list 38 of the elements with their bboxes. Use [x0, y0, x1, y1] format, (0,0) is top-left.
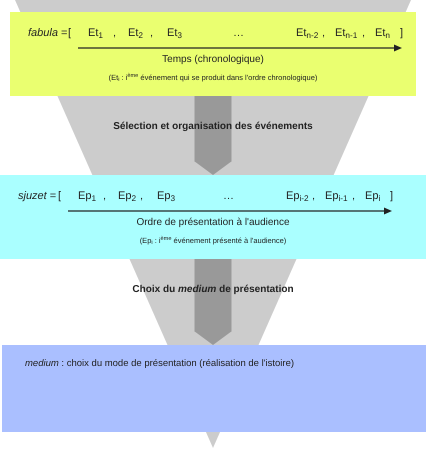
comma: , [322, 28, 326, 39]
block-arrow [194, 96, 232, 175]
sequence-name: fabula = [28, 28, 68, 39]
sequence-name: sjuzet = [18, 191, 56, 202]
bracket-close: ] [400, 28, 404, 39]
comma: , [140, 191, 144, 202]
axis-label: Ordre de présentation à l'audience [135, 218, 291, 228]
bracket-close: ] [390, 191, 394, 202]
event-item: Et$_{n-1}$ [335, 28, 358, 39]
stage-band [2, 345, 426, 432]
ellipsis: … [223, 191, 234, 202]
event-item: Et$_{n-2}$ [296, 28, 318, 39]
ellipsis: … [233, 28, 244, 39]
comma: , [352, 191, 356, 202]
stage-band [0, 175, 426, 259]
comma: , [312, 191, 316, 202]
axis-label: Temps (chronologique) [161, 55, 265, 65]
event-item: Et$_{1}$ [88, 28, 103, 39]
comma: , [113, 28, 116, 39]
event-item: Ep$_{i}$ [365, 191, 380, 202]
comma: , [150, 28, 154, 39]
edge-label: Choix du medium de présentation [131, 283, 295, 296]
event-item: Ep$_{i-1}$ [325, 191, 348, 202]
event-item: Ep$_{3}$ [157, 191, 176, 202]
comma: , [103, 191, 106, 202]
block-arrow [194, 259, 232, 345]
event-item: Et$_{3}$ [167, 28, 182, 39]
event-item: Ep$_{2}$ [118, 191, 136, 202]
event-item: Et$_{2}$ [128, 28, 143, 39]
bracket: [ [68, 28, 72, 39]
bracket: [ [58, 191, 62, 202]
event-item: Ep$_{i-2}$ [286, 191, 309, 202]
band-text: medium : choix du mode de présentation (réalisation de l'istoire) [25, 359, 294, 368]
edge-label: Sélection et organisation des événements [113, 120, 313, 133]
event-item: Et$_{n}$ [375, 28, 390, 39]
comma: , [362, 28, 366, 39]
event-item: Ep$_{1}$ [78, 191, 96, 202]
stage-band [10, 12, 416, 96]
